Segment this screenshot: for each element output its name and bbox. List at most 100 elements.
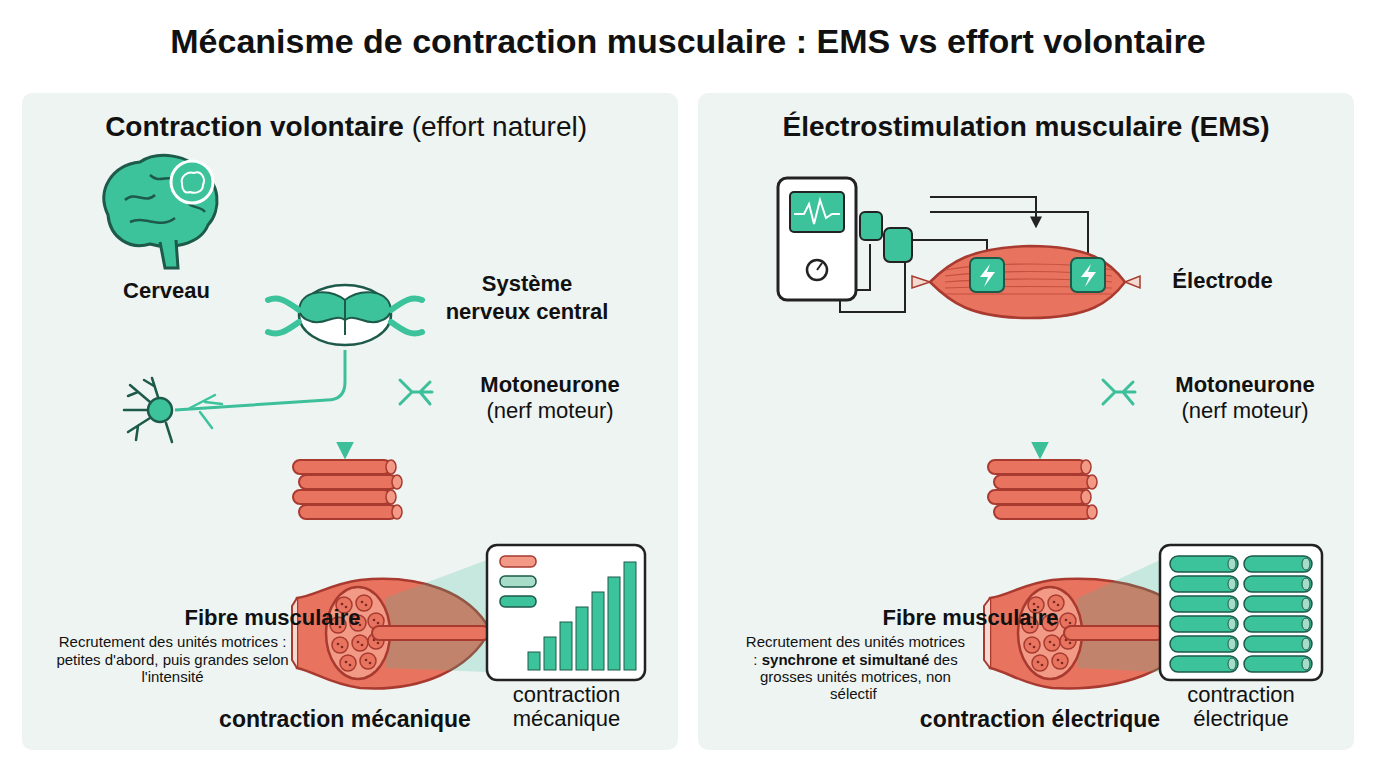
node-heading: Système nerveux central — [438, 270, 616, 325]
illustration-part — [1228, 578, 1236, 590]
illustration-part — [1302, 578, 1310, 590]
illustration-part — [1029, 643, 1032, 646]
node-heading: Électrode — [1150, 268, 1295, 294]
illustration-part — [293, 490, 391, 504]
illustration-part — [1244, 596, 1312, 612]
illustration-part — [528, 562, 636, 670]
illustration-part — [794, 200, 840, 224]
illustration-part — [860, 212, 882, 240]
illustration-part — [22, 93, 678, 750]
illustration-part — [528, 652, 540, 670]
illustration-part — [340, 655, 356, 671]
illustration-part — [268, 298, 422, 333]
illustration-part — [1228, 638, 1236, 650]
node-text: synchrone et simultané — [762, 651, 930, 668]
illustration-part — [988, 460, 1097, 519]
illustration-part — [337, 643, 340, 646]
illustration-part — [1061, 662, 1064, 665]
illustration-part — [945, 293, 1112, 294]
illustration-part — [1244, 616, 1312, 632]
illustration-part — [373, 619, 376, 622]
illustration-part — [268, 285, 422, 345]
node-heading: contraction électrique — [875, 706, 1205, 733]
node-heading: Motoneurone — [1145, 372, 1345, 398]
motoneuron-label: Motoneurone(nerf moteur) — [440, 372, 660, 425]
illustration-part — [1228, 598, 1236, 610]
illustration-part — [1065, 619, 1068, 622]
illustration-part — [124, 378, 172, 442]
illustration-part — [1302, 618, 1310, 630]
illustration-part — [1228, 658, 1236, 670]
result-label: contraction électrique — [875, 706, 1205, 733]
illustration-part — [349, 664, 352, 667]
illustration-part — [1032, 655, 1048, 671]
node-text: (nerf moteur) — [1145, 398, 1345, 424]
illustration-part — [840, 244, 905, 312]
inset-box: contraction électrique — [1158, 543, 1324, 731]
illustration-part — [360, 653, 376, 669]
illustration-part — [1053, 644, 1056, 647]
illustration-part — [1033, 646, 1036, 649]
illustration-part — [332, 637, 348, 653]
illustration-part — [790, 192, 844, 232]
node-text: (nerf moteur) — [440, 398, 660, 424]
illustration-part — [124, 378, 172, 442]
illustration-part — [884, 228, 912, 262]
illustration-part — [365, 659, 368, 662]
illustration-part — [293, 460, 391, 474]
illustration-part — [1064, 626, 1164, 640]
illustration-part — [500, 556, 536, 567]
result-label: contraction mécanique — [180, 706, 510, 733]
illustration-part — [994, 505, 1092, 519]
illustration-part — [487, 545, 645, 680]
illustration-part — [980, 264, 1096, 287]
illustration-part — [175, 350, 345, 410]
illustration-part — [392, 475, 402, 489]
illustration-part — [352, 635, 368, 651]
illustration-part — [361, 601, 364, 604]
illustration-part — [1302, 638, 1310, 650]
illustration-part — [988, 460, 1086, 474]
inset-box: contraction mécanique — [485, 543, 648, 731]
illustration-part — [104, 155, 217, 246]
illustration-part — [344, 300, 346, 335]
illustration-part — [377, 622, 380, 625]
illustration-part — [1302, 558, 1310, 570]
illustration-part — [341, 646, 344, 649]
illustration-part — [1081, 460, 1091, 474]
illustration-part — [1049, 641, 1052, 644]
illustration-part — [1037, 661, 1040, 664]
illustration-part — [1170, 556, 1312, 672]
illustration-part — [560, 622, 572, 670]
illustration-part — [365, 604, 368, 607]
illustration-part — [1044, 635, 1060, 651]
illustration-part — [1033, 603, 1036, 606]
illustration-part — [1228, 618, 1236, 630]
illustration-part — [400, 380, 432, 404]
illustration-part — [1244, 656, 1312, 672]
illustration-part — [698, 93, 1354, 750]
node-heading: Fibre musculaire — [733, 605, 1208, 631]
illustration-part — [1087, 505, 1097, 519]
illustration-part — [1069, 642, 1072, 645]
illustration-part — [1069, 622, 1072, 625]
node-heading: Électrostimulation musculaire (EMS) — [698, 111, 1354, 143]
illustration-part — [1053, 601, 1056, 604]
diagram-title: Mécanisme de contraction musculaire : EM… — [0, 22, 1376, 61]
illustration-part — [341, 603, 344, 606]
illustration-part — [1087, 475, 1097, 489]
illustration-part — [369, 662, 372, 665]
illustration-part — [1078, 560, 1160, 672]
brain-label-group: Cerveau — [95, 160, 230, 304]
illustration-part — [930, 246, 1125, 318]
node-heading: Fibre musculaire — [55, 605, 490, 631]
illustration-part — [1302, 598, 1310, 610]
panel: Électrostimulation musculaire (EMS) Élect… — [698, 93, 1354, 750]
electrode-group: Électrode — [925, 236, 1295, 322]
node-heading: contraction mécanique — [485, 683, 648, 731]
muscle-fibre-group: Fibre musculaireRecrutement des unités m… — [728, 575, 1208, 702]
illustration-part — [1057, 659, 1060, 662]
illustration-part — [160, 240, 178, 268]
illustration-part — [386, 490, 396, 504]
illustration-part — [1170, 556, 1238, 572]
